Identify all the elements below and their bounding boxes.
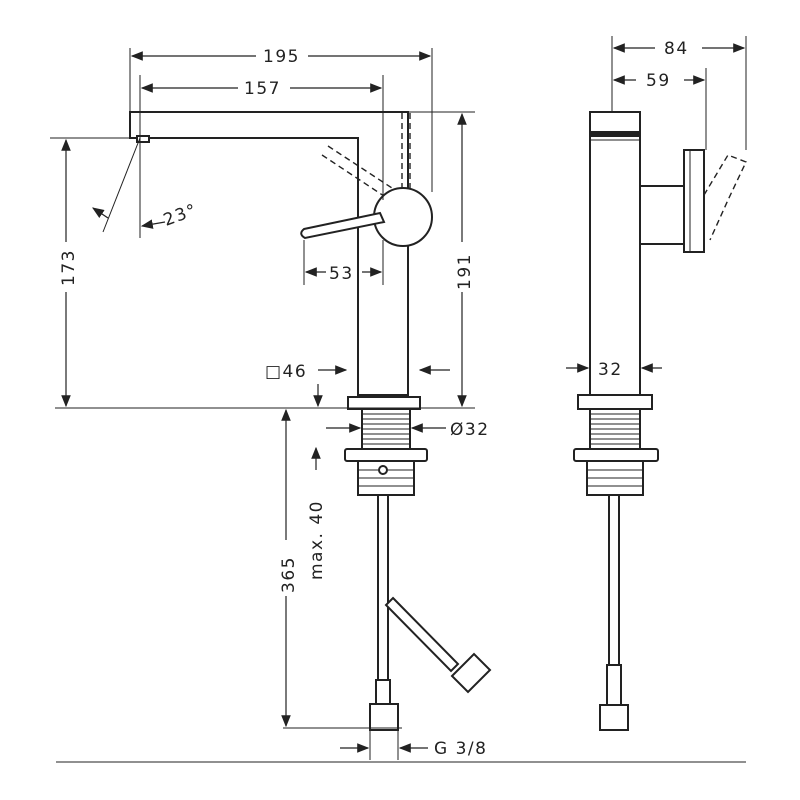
dim-height-right: 191 bbox=[455, 253, 475, 290]
hose-angled bbox=[384, 596, 460, 673]
side-thread-lines bbox=[590, 413, 640, 445]
side-body bbox=[589, 111, 641, 396]
dim-connection: G 3/8 bbox=[434, 739, 487, 759]
side-base-ring bbox=[577, 394, 653, 410]
lever-alt-up bbox=[401, 113, 411, 190]
dim-depth-handle: 59 bbox=[646, 71, 671, 91]
dimension-lines-front bbox=[61, 51, 467, 753]
side-hose-crimp bbox=[606, 664, 622, 706]
spout-outlet bbox=[136, 135, 150, 143]
side-hose-nut bbox=[599, 704, 629, 731]
dim-body-square: □46 bbox=[265, 362, 307, 382]
base-ring bbox=[347, 396, 421, 410]
side-view bbox=[573, 36, 747, 731]
thread-lines bbox=[362, 413, 410, 445]
lever-alt-diag bbox=[321, 145, 396, 201]
side-hose bbox=[608, 494, 620, 666]
dim-lever-length: 53 bbox=[329, 264, 354, 284]
hose-angled-nut bbox=[450, 652, 492, 694]
side-lever bbox=[683, 149, 705, 253]
lever-handle bbox=[300, 211, 386, 240]
hose-straight bbox=[377, 494, 389, 681]
hose-straight-crimp bbox=[375, 679, 391, 705]
dim-depth-overall: 84 bbox=[664, 39, 689, 59]
side-hub bbox=[639, 185, 685, 245]
dim-height-left: 173 bbox=[59, 249, 79, 286]
dim-thread-diameter: Ø32 bbox=[450, 420, 490, 440]
side-plate bbox=[573, 448, 659, 462]
spout bbox=[129, 111, 409, 396]
dim-max-thickness: max. 40 bbox=[307, 500, 327, 580]
dim-width-overall: 195 bbox=[263, 47, 300, 67]
dim-spout-angle: 23° bbox=[161, 200, 200, 231]
side-aerator bbox=[590, 131, 640, 137]
dimension-lines-side bbox=[566, 43, 746, 373]
dim-body-width: 32 bbox=[598, 360, 623, 380]
mounting-plate bbox=[344, 448, 428, 462]
dim-spout-reach: 157 bbox=[244, 79, 281, 99]
dim-hose-length: 365 bbox=[279, 556, 299, 593]
hose-straight-nut bbox=[369, 703, 399, 731]
front-view bbox=[50, 48, 492, 760]
side-lever-alt bbox=[703, 154, 747, 241]
